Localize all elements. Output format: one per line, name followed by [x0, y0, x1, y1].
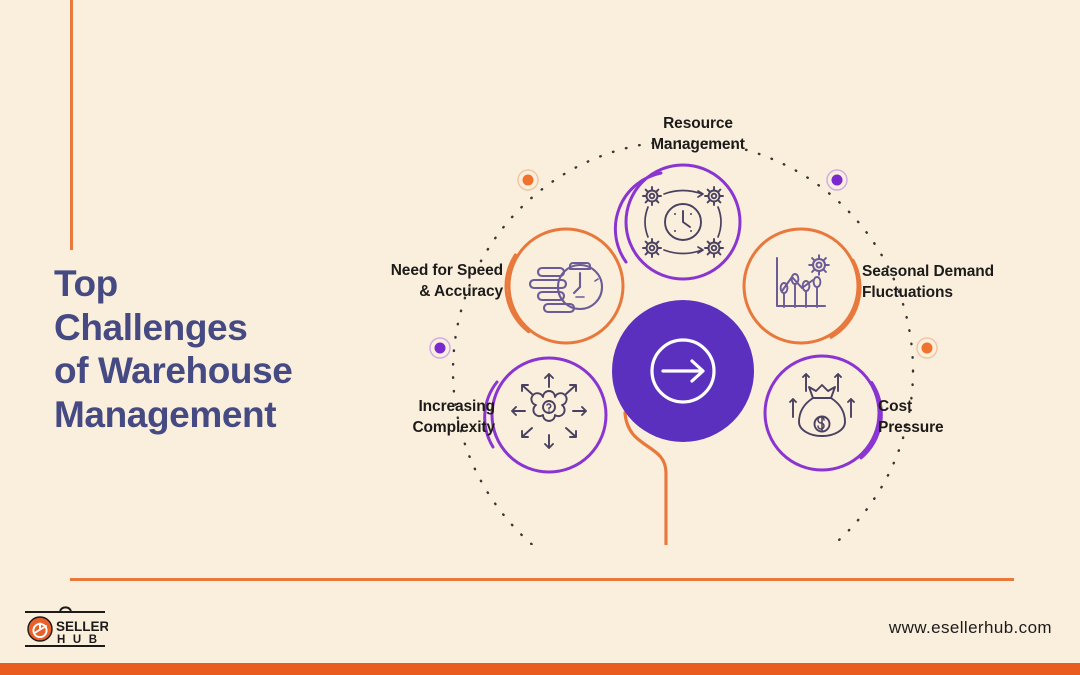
- gears-clock-icon: [642, 186, 724, 258]
- bottom-accent-bar: [0, 663, 1080, 675]
- node-arc-seasonal: [829, 258, 862, 339]
- challenges-diagram: [429, 139, 938, 545]
- node-ring-complexity: [490, 356, 608, 474]
- marker-top-right: [826, 169, 848, 191]
- node-arc-cost: [859, 381, 883, 460]
- page-title: Top Challenges of Warehouse Management: [54, 262, 414, 437]
- node-cost-pressure[interactable]: [763, 354, 886, 472]
- marker-right: [916, 337, 938, 359]
- logo-handle-icon: [59, 606, 72, 612]
- connector-line: [623, 411, 668, 545]
- title-line-3: of Warehouse: [54, 350, 293, 392]
- node-label-cost-pressure: Cost Pressure: [878, 398, 944, 436]
- node-label-seasonal-demand-fluctuations: Seasonal Demand Fluctuations: [862, 263, 995, 301]
- marker-left: [429, 337, 451, 359]
- node-ring-cost: [763, 354, 881, 472]
- logo-esellerhub[interactable]: SELLER H U B: [22, 602, 108, 652]
- website-url[interactable]: www.esellerhub.com: [888, 618, 1052, 637]
- node-resource-management[interactable]: [613, 163, 742, 281]
- logo-word-hub: H U B: [57, 634, 99, 646]
- node-label-need-for-speed-accuracy: Need for Speed & Accuracy: [390, 262, 503, 300]
- node-ring-resource: [624, 163, 742, 281]
- horizontal-accent-rule: [70, 578, 1014, 581]
- money-bag-rising-arrows-icon: [789, 373, 855, 437]
- chart-gear-icon: [776, 254, 830, 308]
- node-increasing-complexity[interactable]: [483, 356, 608, 474]
- title-line-2: Challenges: [54, 306, 248, 348]
- arrow-right-in-circle-icon: [650, 338, 716, 404]
- node-arc-complexity: [483, 380, 499, 449]
- node-label-resource-management: Resource Management: [651, 115, 745, 153]
- title-line-4: Management: [54, 393, 277, 435]
- node-need-for-speed-accuracy[interactable]: [499, 227, 625, 345]
- marker-top-left: [517, 169, 539, 191]
- node-ring-speed: [507, 227, 625, 345]
- node-seasonal-demand-fluctuations[interactable]: [742, 227, 869, 345]
- node-ring-seasonal: [742, 227, 860, 345]
- stopwatch-speed-icon: [528, 261, 604, 314]
- e-badge-icon: [27, 616, 53, 642]
- node-label-increasing-complexity: Increasing Complexity: [412, 398, 495, 436]
- center-hub[interactable]: [612, 300, 754, 442]
- dotted-guide-arc: [451, 139, 915, 545]
- logo-word-seller: SELLER: [56, 619, 108, 634]
- node-arc-speed: [504, 253, 531, 334]
- vertical-accent-rule: [70, 0, 73, 250]
- brain-question-arrows-icon: [511, 373, 587, 449]
- node-arc-resource: [613, 171, 663, 264]
- title-line-1: Top: [54, 263, 118, 304]
